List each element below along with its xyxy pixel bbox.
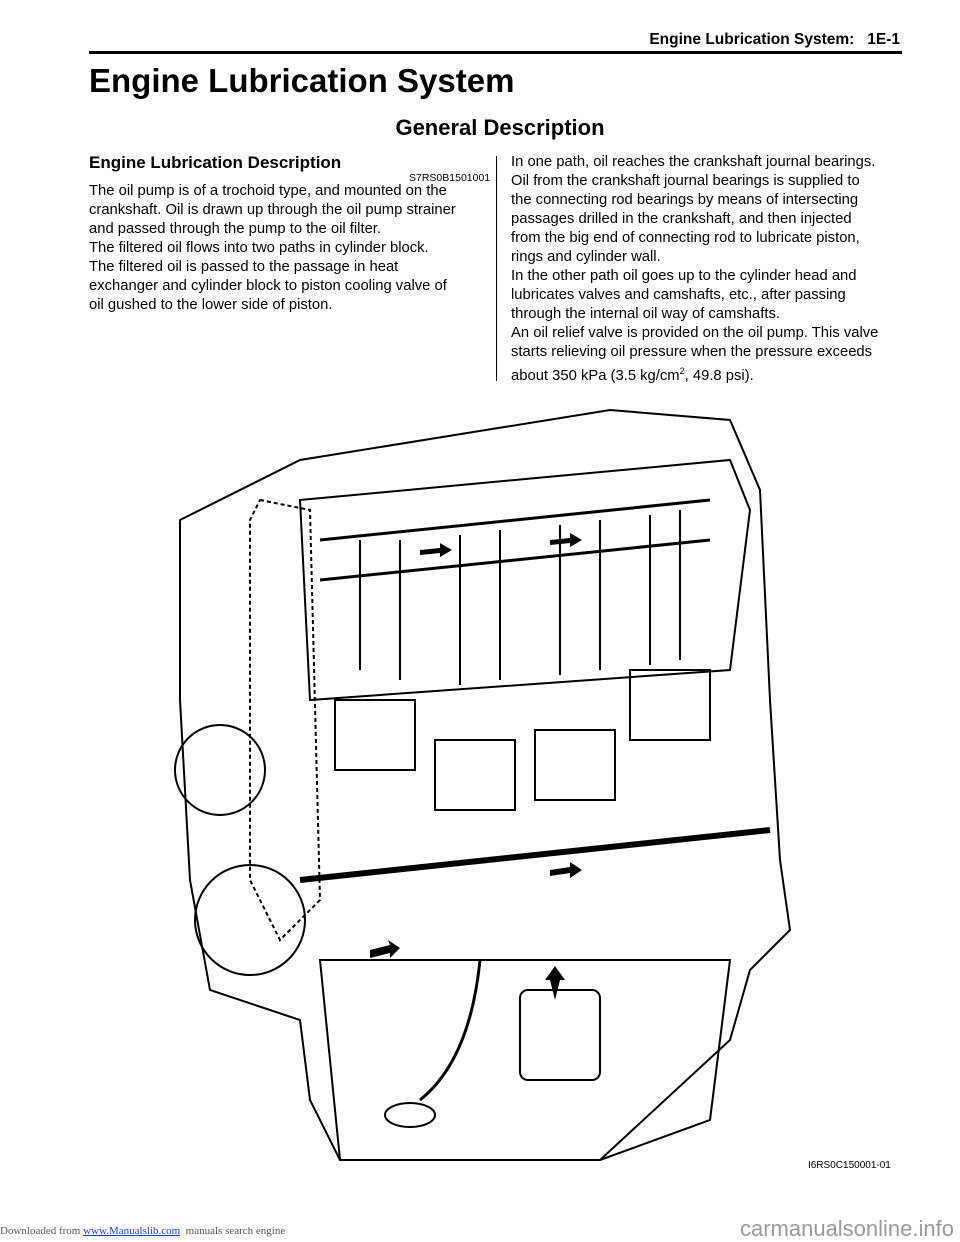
- text-line: The filtered oil is passed to the passag…: [89, 259, 399, 275]
- text-line: In the other path oil goes up to the cyl…: [511, 268, 857, 284]
- figure-code: I6RS0C150001-01: [808, 1160, 891, 1171]
- oil-flow-arrows: [370, 533, 582, 1000]
- oil-pickup: [419, 959, 482, 1102]
- column-divider: [496, 156, 497, 381]
- watermark: carmanualsonline.info: [739, 1216, 954, 1241]
- left-column-text: The oil pump is of a trochoid type, and …: [89, 182, 489, 315]
- text-line: Oil from the crankshaft journal bearings…: [511, 173, 860, 189]
- text-line: from the big end of connecting rod to lu…: [511, 230, 860, 246]
- crank-pulley: [194, 864, 306, 976]
- cylinder-head: [298, 458, 752, 702]
- text-line: crankshaft. Oil is drawn up through the …: [89, 202, 456, 218]
- text-line: The oil pump is of a trochoid type, and …: [89, 183, 447, 199]
- text-fragment: , 49.8 psi).: [684, 367, 754, 384]
- engine-lubrication-illustration: [174, 408, 792, 1161]
- page-number: 1E-1: [867, 31, 900, 48]
- engine-block-outline: [179, 408, 792, 1161]
- oil-filter: [519, 989, 601, 1081]
- text-line: the connecting rod bearings by means of …: [511, 192, 859, 208]
- download-footer: Downloaded from www.Manualslib.com manua…: [0, 1225, 285, 1237]
- text-fragment: about 350 kPa (3.5 kg/cm: [511, 367, 680, 384]
- oil-pan: [318, 959, 732, 1161]
- valves: [359, 510, 681, 685]
- footer-suffix: manuals search engine: [185, 1225, 286, 1237]
- alternator-pulley: [174, 724, 266, 816]
- text-line: An oil relief valve is provided on the o…: [511, 325, 879, 341]
- text-line: rings and cylinder wall.: [511, 249, 661, 265]
- running-title: Engine Lubrication System:: [649, 31, 855, 48]
- text-line: starts relieving oil pressure when the p…: [511, 344, 873, 360]
- text-line: oil gushed to the lower side of piston.: [89, 297, 333, 313]
- oil-strainer: [384, 1102, 436, 1128]
- text-line: In one path, oil reaches the crankshaft …: [511, 154, 876, 170]
- section-title: General Description: [395, 115, 605, 140]
- header-rule: [89, 51, 902, 54]
- text-line: through the internal oil way of camshaft…: [511, 306, 780, 322]
- text-line: The filtered oil flows into two paths in…: [89, 240, 429, 256]
- manualslib-link[interactable]: www.Manualslib.com: [83, 1225, 181, 1237]
- text-line: about 350 kPa (3.5 kg/cm2, 49.8 psi).: [511, 362, 911, 386]
- superscript: 2: [679, 366, 685, 376]
- text-line: passages drilled in the crankshaft, and …: [511, 211, 852, 227]
- pistons: [334, 669, 711, 811]
- section-code: S7RS0B1501001: [409, 172, 491, 184]
- text-line: lubricates valves and camshafts, etc., a…: [511, 287, 846, 303]
- footer-prefix: Downloaded from: [0, 1225, 81, 1237]
- timing-chain: [249, 498, 322, 942]
- camshafts: [319, 498, 711, 582]
- crankshaft: [299, 827, 771, 883]
- text-line: exchanger and cylinder block to piston c…: [89, 278, 447, 294]
- right-column-text: In one path, oil reaches the crankshaft …: [511, 153, 911, 386]
- text-line: and passed through the pump to the oil f…: [89, 221, 382, 237]
- subsection-heading: Engine Lubrication Description: [89, 153, 342, 172]
- running-header: Engine Lubrication System: 1E-1: [649, 31, 900, 49]
- page-title: Engine Lubrication System: [89, 62, 515, 99]
